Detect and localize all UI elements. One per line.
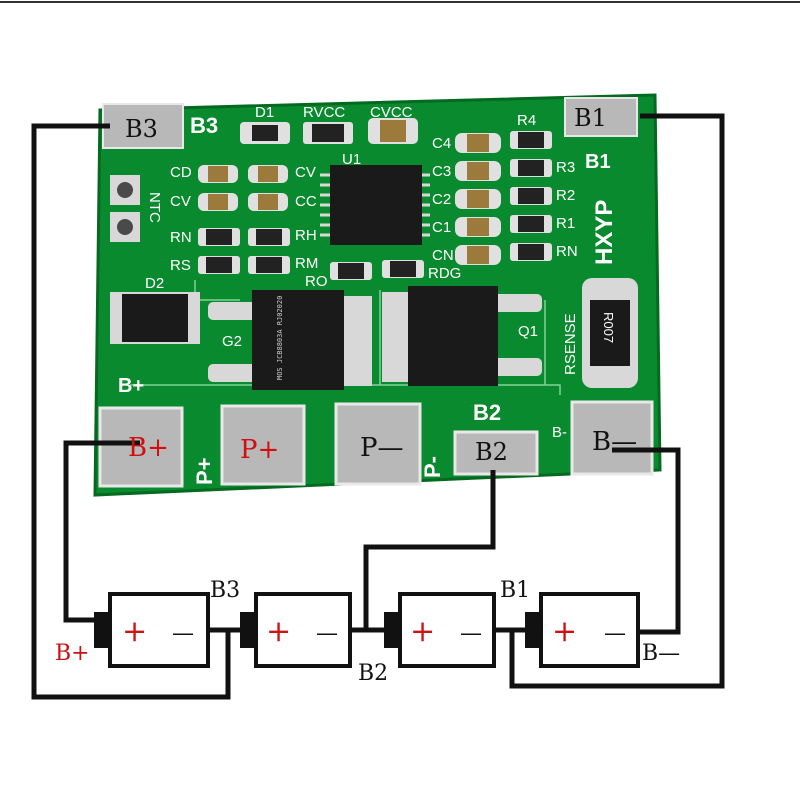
silk-p-minus: P- — [420, 456, 445, 478]
wire-b-minus — [612, 447, 681, 635]
mosfet-g2-marking: MOS JCB8803A RJ02020 — [276, 296, 284, 380]
cell-2-plus: + — [266, 614, 291, 649]
wire-label-b2: B2 — [358, 661, 388, 686]
pad-p-minus — [334, 402, 422, 486]
silk-c2: C2 — [432, 191, 451, 208]
pad-label-b-minus: B— — [592, 427, 637, 457]
capacitors-right — [455, 133, 501, 265]
silk-d2: D2 — [145, 275, 164, 292]
wire-label-b3: B3 — [210, 578, 240, 603]
capacitor-cvcc — [368, 118, 418, 144]
silk-d1: D1 — [255, 104, 274, 121]
ntc-connector — [110, 175, 140, 242]
silk-b-minus-small: B- — [552, 424, 567, 441]
wire-b3 — [31, 123, 231, 700]
silk-r2: R2 — [556, 187, 575, 204]
battery-cells: + — + — + — + — — [94, 592, 640, 668]
resistors-ro-rdg — [330, 260, 424, 280]
pad-label-p-plus: P+ — [240, 435, 279, 465]
silk-c1: C1 — [432, 219, 451, 236]
pad-b2 — [453, 430, 539, 476]
diode-d2 — [110, 292, 200, 344]
cell-3-plus: + — [410, 614, 435, 649]
wire-label-b1: B1 — [500, 578, 530, 603]
pad-label-b-plus: B+ — [128, 433, 169, 463]
silk-rh: RH — [295, 227, 317, 244]
silk-rs: RS — [170, 257, 191, 274]
battery-cell-1: + — — [94, 592, 210, 668]
silk-cv-right: CV — [295, 164, 316, 181]
cell-4-minus: — — [604, 621, 626, 646]
mosfet-g2: MOS JCB8803A RJ02020 — [208, 290, 372, 390]
pad-label-p-minus: P— — [360, 433, 404, 463]
mosfet-q1 — [382, 286, 542, 386]
pad-label-b2: B2 — [475, 438, 508, 466]
silk-b-plus: B+ — [118, 375, 144, 397]
wire-b-plus — [63, 440, 140, 623]
resistor-rsense: R007 — [582, 278, 638, 388]
silk-cv-left: CV — [170, 193, 191, 210]
pad-b3 — [102, 103, 184, 149]
rsense-marking: R007 — [601, 312, 616, 343]
silk-ro: RO — [305, 273, 328, 290]
silk-u1: U1 — [342, 151, 361, 168]
diode-d1 — [240, 122, 290, 144]
pad-b-plus — [98, 406, 184, 488]
silk-ntc: NTC — [146, 192, 163, 223]
silk-b1: B1 — [585, 151, 611, 173]
silk-cc: CC — [295, 193, 317, 210]
resistors-left — [198, 228, 290, 274]
silk-cn: CN — [432, 247, 454, 264]
cell-1-plus: + — [122, 614, 147, 649]
silk-b3: B3 — [190, 113, 218, 138]
wire-label-b-minus: B— — [642, 641, 680, 666]
silk-rn-left: RN — [170, 229, 192, 246]
capacitors-left — [198, 165, 288, 211]
cell-4-plus: + — [552, 614, 577, 649]
silk-p-plus: P+ — [192, 457, 217, 485]
silk-r4: R4 — [517, 112, 536, 129]
pad-label-b1: B1 — [574, 104, 607, 132]
pcb-board: B3 D1 RVCC CVCC C4 R4 B1 CD CV CV CC U1 … — [93, 93, 662, 497]
cell-3-minus: — — [460, 621, 482, 646]
pad-b1 — [564, 97, 638, 137]
wire-b1 — [509, 113, 725, 689]
smd-components — [198, 118, 552, 280]
pad-b-minus — [570, 400, 654, 476]
silk-cd: CD — [170, 164, 192, 181]
resistors-right — [510, 131, 552, 261]
silk-r3: R3 — [556, 159, 575, 176]
battery-cell-4: + — — [525, 592, 640, 668]
wire-label-b-plus: B+ — [55, 641, 90, 666]
silk-brand: HXYP — [591, 200, 618, 265]
battery-cell-3: + — — [384, 592, 496, 668]
silk-rvcc: RVCC — [303, 104, 345, 121]
silk-g2: G2 — [222, 333, 242, 350]
silk-rdg: RDG — [428, 265, 461, 282]
wire-b2 — [363, 470, 496, 630]
silk-rn-right: RN — [556, 243, 578, 260]
pad-p-plus — [220, 404, 306, 486]
cell-1-minus: — — [172, 621, 194, 646]
silk-q1: Q1 — [518, 323, 538, 340]
chip-u1 — [320, 165, 430, 245]
silk-rm: RM — [295, 255, 318, 272]
cell-2-minus: — — [316, 621, 338, 646]
wires — [31, 113, 725, 700]
silk-rsense: RSENSE — [562, 313, 579, 375]
silk-b2: B2 — [473, 400, 501, 425]
resistor-rvcc — [303, 122, 353, 144]
silk-c4: C4 — [432, 135, 451, 152]
bottom-pads — [98, 400, 654, 488]
silk-r1: R1 — [556, 215, 575, 232]
battery-cell-2: + — — [240, 592, 352, 668]
silk-cvcc: CVCC — [370, 104, 413, 121]
silk-c3: C3 — [432, 163, 451, 180]
pad-label-b3: B3 — [125, 115, 158, 143]
